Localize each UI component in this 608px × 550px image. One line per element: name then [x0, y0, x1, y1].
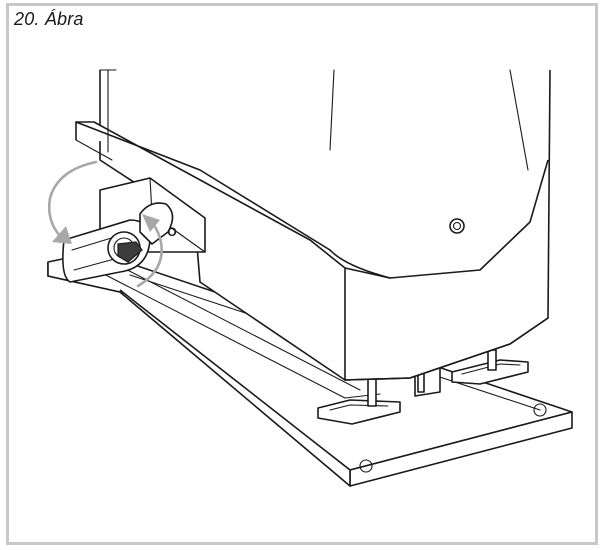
screw-head-icon — [449, 218, 465, 234]
mounting-pads — [317, 349, 529, 425]
figure-caption: 20. Ábra — [14, 9, 84, 29]
base-plate — [47, 251, 573, 487]
motor-housing — [75, 69, 551, 381]
base-mounting-hole — [533, 403, 547, 417]
rotate-arrow-icon — [136, 214, 163, 288]
rotate-arrow-icon — [47, 160, 98, 244]
key-icon[interactable] — [117, 202, 174, 263]
base-mounting-hole — [359, 459, 373, 473]
